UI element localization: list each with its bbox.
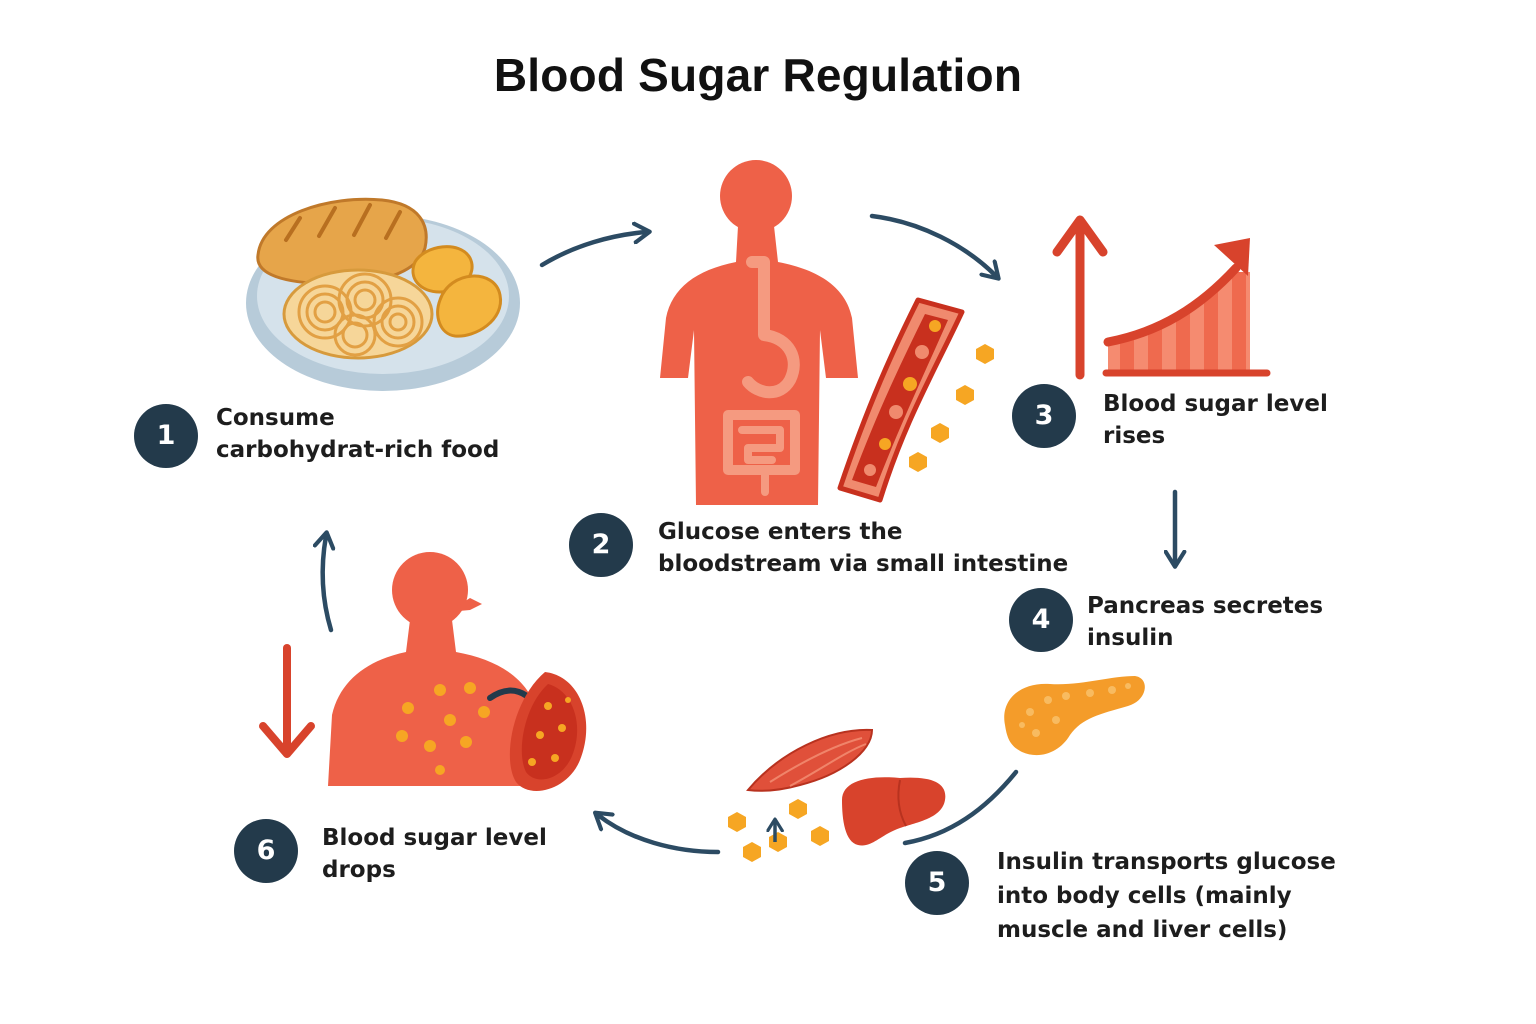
step-2-label: Glucose enters the bloodstream via small… [658, 516, 1068, 580]
step-2-line-2: bloodstream via small intestine [658, 551, 1069, 577]
step-4-line-2: insulin [1087, 625, 1174, 651]
glucose-molecules-icon [728, 799, 829, 862]
step-3-line-1: Blood sugar level [1103, 391, 1328, 417]
pancreas-icon [1004, 676, 1145, 756]
arrow-6-to-1 [323, 536, 331, 633]
cycle-arrows [323, 213, 1175, 855]
rising-chart-icon [1052, 215, 1271, 380]
step-5-label: Insulin transports glucose into body cel… [997, 845, 1336, 947]
step-6-label: Blood sugar level drops [322, 822, 547, 886]
arrow-2-to-3 [869, 213, 996, 276]
plate-food-icon [246, 197, 520, 391]
digestive-body-icon [660, 160, 858, 505]
body-cells-icon [328, 552, 587, 791]
step-2-badge: 2 [569, 513, 633, 577]
step-5-line-1: Insulin transports glucose [997, 849, 1336, 875]
step-6-badge: 6 [234, 819, 298, 883]
step-1-label: Consume carbohydrat-rich food [216, 402, 499, 466]
arrow-5-to-6 [598, 815, 721, 855]
down-arrow-icon [259, 644, 315, 758]
step-4-line-1: Pancreas secretes [1087, 593, 1324, 619]
step-6-line-2: drops [322, 857, 396, 883]
step-3-badge: 3 [1012, 384, 1076, 448]
step-5-line-2: into body cells (mainly [997, 883, 1292, 909]
step-1-line-2: carbohydrat-rich food [216, 437, 500, 463]
step-3-label: Blood sugar level rises [1103, 388, 1328, 452]
muscle-icon [746, 728, 874, 792]
blood-vessel-icon [837, 297, 994, 503]
step-4-label: Pancreas secretes insulin [1087, 590, 1323, 654]
arrow-4-to-5 [902, 769, 1019, 846]
step-1-badge: 1 [134, 404, 198, 468]
arrow-1-to-2 [539, 232, 646, 268]
step-3-line-2: rises [1103, 423, 1166, 449]
step-1-line-1: Consume [216, 405, 335, 431]
step-6-line-1: Blood sugar level [322, 825, 547, 851]
step-5-badge: 5 [905, 851, 969, 915]
page-title: Blood Sugar Regulation [493, 49, 1023, 101]
step-5-line-3: muscle and liver cells) [997, 917, 1288, 943]
step-2-line-1: Glucose enters the [658, 519, 903, 545]
liver-icon [842, 777, 946, 846]
step-4-badge: 4 [1009, 588, 1073, 652]
